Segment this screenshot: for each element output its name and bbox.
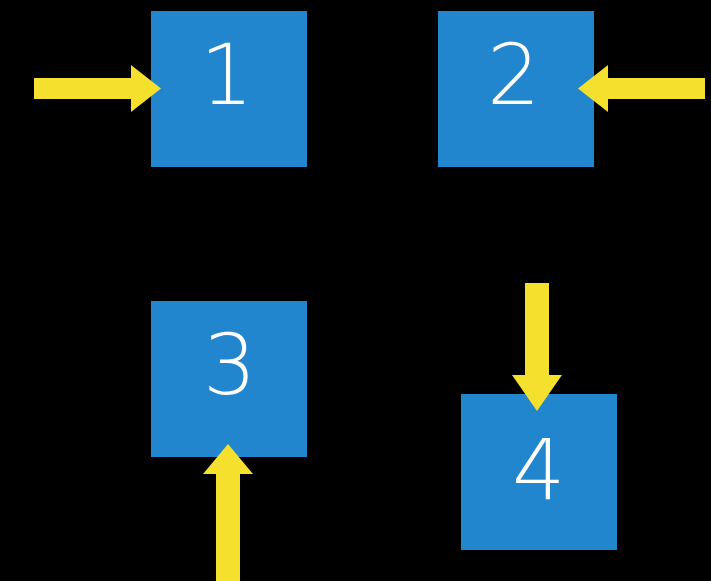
node-box-4[interactable] [461,394,617,550]
node-label-3: 3 [203,316,257,414]
arrow-right-into-node-1[interactable] [34,65,161,112]
node-box-2[interactable] [438,11,594,167]
node-label-1: 1 [200,26,254,124]
arrow-up-into-node-3[interactable] [203,444,253,581]
node-box-1[interactable] [151,11,307,167]
node-label-2: 2 [487,26,541,124]
node-label-4: 4 [512,421,566,519]
arrow-left-into-node-2[interactable] [578,65,705,112]
node-box-3[interactable] [151,301,307,457]
arrow-down-into-node-4[interactable] [512,283,562,411]
